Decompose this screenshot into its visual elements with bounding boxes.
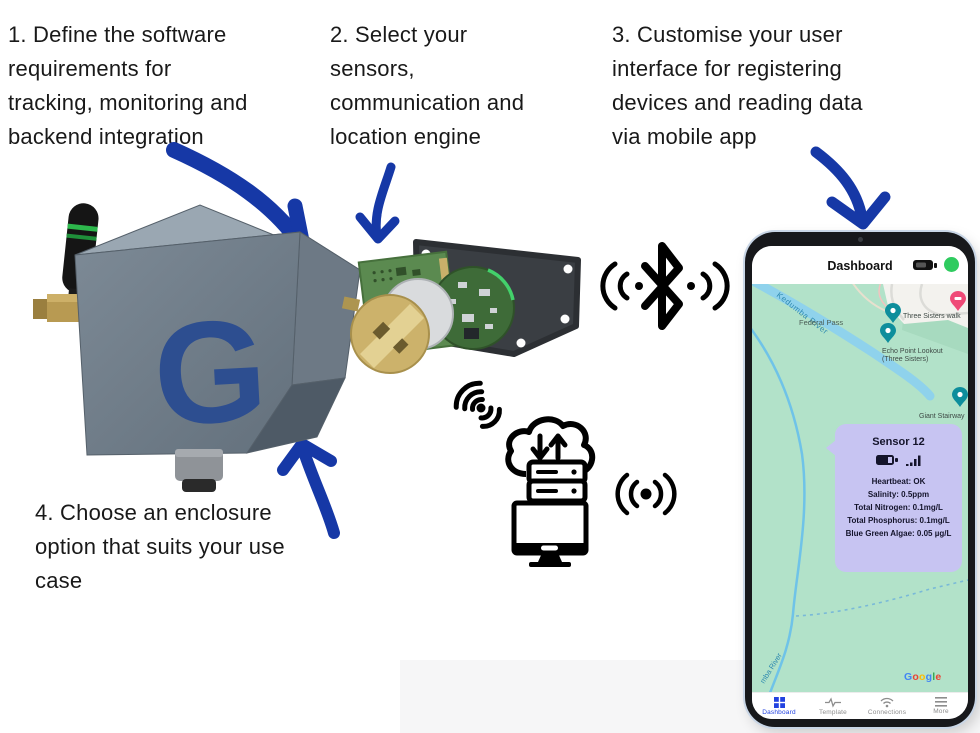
nav-label: More — [933, 708, 949, 715]
wifi-icon — [880, 697, 894, 707]
device-logo-g: G — [150, 288, 271, 456]
river-path — [752, 277, 935, 401]
label-federal-pass: Federal Pass — [799, 318, 843, 327]
cable-gland — [341, 296, 360, 312]
monitor-icon — [511, 500, 589, 567]
pin-giant-stairway[interactable] — [952, 387, 968, 407]
status-dot — [944, 257, 959, 272]
server-icon — [526, 459, 588, 504]
trail-path — [851, 281, 887, 312]
reading-salinity: Salinity: 0.5ppm — [867, 490, 930, 499]
pin-three-sisters-walk[interactable] — [885, 303, 901, 323]
label-echo-point-1: Echo Point Lookout — [882, 348, 943, 355]
nav-item-connections[interactable]: Connections — [860, 693, 914, 719]
menu-icon — [935, 697, 947, 707]
pin-echo-point[interactable] — [880, 323, 896, 343]
gps-disc — [350, 294, 430, 374]
pin-pink[interactable] — [950, 291, 966, 311]
bottom-nav-bar: Dashboard Template Connections — [752, 692, 968, 719]
bottom-connector — [175, 449, 223, 492]
phone-mockup: Dashboard — [745, 232, 975, 727]
roads — [890, 283, 968, 321]
highway-path — [878, 281, 889, 309]
step-1-text: 1. Define the software requirements for … — [8, 22, 248, 149]
broadcast-icon — [615, 472, 677, 516]
grid-icon — [773, 696, 785, 708]
label-three-sisters-walk: Three Sisters walk — [903, 313, 961, 320]
card-battery-icon — [875, 455, 898, 465]
sensor-card-tail — [826, 440, 836, 456]
label-giant-stairway: Giant Stairway — [919, 413, 965, 420]
nav-item-template[interactable]: Template — [806, 693, 860, 719]
card-signal-icon — [905, 455, 920, 466]
step-4-text: 4. Choose an enclosure option that suits… — [35, 500, 285, 593]
step-2-text: 2. Select your sensors, communication an… — [330, 22, 525, 149]
camera-icon — [858, 237, 863, 242]
nav-label: Connections — [867, 708, 907, 716]
reading-phosphorus: Total Phosphorus: 0.1mg/L — [847, 516, 950, 525]
phone-screen: Dashboard — [752, 246, 968, 719]
sensor-card-title: Sensor 12 — [872, 436, 925, 448]
page-title: Dashboard — [827, 259, 893, 273]
label-echo-point-2: (Three Sisters) — [882, 356, 928, 363]
sensor-readings: Heartbeat: OK Salinity: 0.5ppm Total Nit… — [835, 475, 962, 540]
sync-arrows-icon — [530, 433, 568, 461]
nav-item-more[interactable]: More — [914, 693, 968, 719]
radio-waves-icon — [453, 380, 502, 429]
battery-icon — [913, 260, 937, 270]
device-enclosure-render: G — [33, 203, 360, 492]
sensor-card[interactable]: Sensor 12 Heartbeat: OK — [826, 424, 962, 572]
reading-heartbeat: Heartbeat: OK — [871, 477, 926, 486]
bluetooth-waves-icon — [600, 242, 730, 330]
cloud-server-icon — [505, 416, 596, 504]
waveform-icon — [825, 696, 841, 708]
pcb-assembly-render — [350, 239, 581, 374]
reading-nitrogen: Total Nitrogen: 0.1mg/L — [854, 503, 943, 512]
nav-item-dashboard[interactable]: Dashboard — [752, 693, 806, 719]
trail-dashed — [795, 579, 968, 617]
reading-algae: Blue Green Algae: 0.05 µg/L — [845, 529, 952, 538]
phone-header: Dashboard — [752, 246, 968, 284]
nav-label: Dashboard — [762, 708, 796, 716]
enclosure-body — [74, 204, 360, 456]
step-3-text: 3. Customise your user interface for reg… — [612, 22, 863, 149]
curved-arrow-3 — [810, 146, 891, 230]
google-watermark: Google — [904, 671, 941, 683]
river-tributary — [752, 328, 806, 694]
nav-label: Template — [819, 708, 847, 716]
